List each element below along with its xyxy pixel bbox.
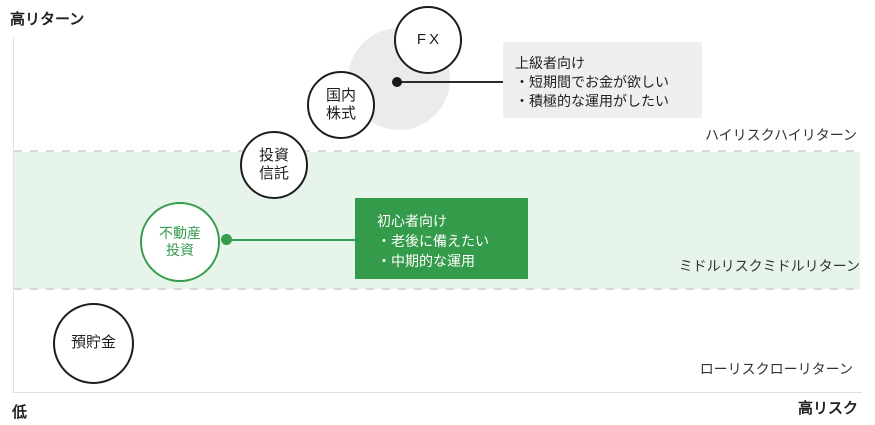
advanced-callout-bullet: ・短期間でお金が欲しい: [515, 74, 669, 90]
bubble-domestic-stocks: 国内 株式: [307, 71, 375, 139]
beginner-callout-bullet: ・老後に備えたい: [377, 233, 489, 249]
bubble-domestic-stocks-line1: 国内: [325, 86, 356, 104]
bubble-fx: FX: [394, 6, 462, 74]
x-axis-high-label: 高リスク: [797, 400, 858, 417]
zone-label-low-risk-low-return: ローリスクローリターン: [699, 361, 853, 377]
y-axis-high-label: 高リターン: [10, 11, 85, 28]
advanced-callout-connector-dot: [392, 77, 402, 87]
x-axis-line: [13, 392, 862, 393]
beginner-callout-connector-dot: [221, 234, 232, 245]
beginner-callout-title: 初心者向け: [377, 213, 447, 229]
y-axis-line: [13, 38, 14, 392]
bubble-investment-trust-line2: 信託: [258, 165, 289, 182]
bubble-investment-trust: 投資 信託: [240, 131, 308, 199]
beginner-callout-box: 初心者向け ・老後に備えたい ・中期的な運用: [355, 198, 528, 279]
zone-label-middle-risk-middle-return: ミドルリスクミドルリターン: [678, 258, 860, 274]
advanced-callout-title: 上級者向け: [515, 55, 585, 71]
zone-label-high-risk-high-return: ハイリスクハイリターン: [704, 127, 857, 143]
y-axis-low-label: 低: [12, 404, 28, 421]
advanced-callout-bullet: ・積極的な運用がしたい: [515, 93, 669, 109]
band-top-dashed-line: [14, 150, 860, 152]
advanced-callout-box: 上級者向け ・短期間でお金が欲しい ・積極的な運用がしたい: [503, 42, 702, 118]
bubble-investment-trust-line1: 投資: [258, 146, 289, 164]
advanced-callout-connector-line: [397, 81, 503, 83]
beginner-callout-bullet: ・中期的な運用: [377, 253, 475, 269]
bubble-domestic-stocks-line2: 株式: [325, 105, 356, 122]
bubble-savings: 預貯金: [53, 303, 134, 384]
bubble-fx-label: FX: [416, 30, 443, 48]
bubble-real-estate-line1: 不動産: [159, 224, 201, 241]
bubble-real-estate-investment: 不動産 投資: [140, 202, 220, 282]
band-bottom-dashed-line: [14, 288, 860, 290]
bubble-real-estate-line2: 投資: [166, 242, 194, 258]
bubble-savings-label: 預貯金: [70, 334, 116, 352]
beginner-callout-connector-line: [227, 239, 355, 241]
